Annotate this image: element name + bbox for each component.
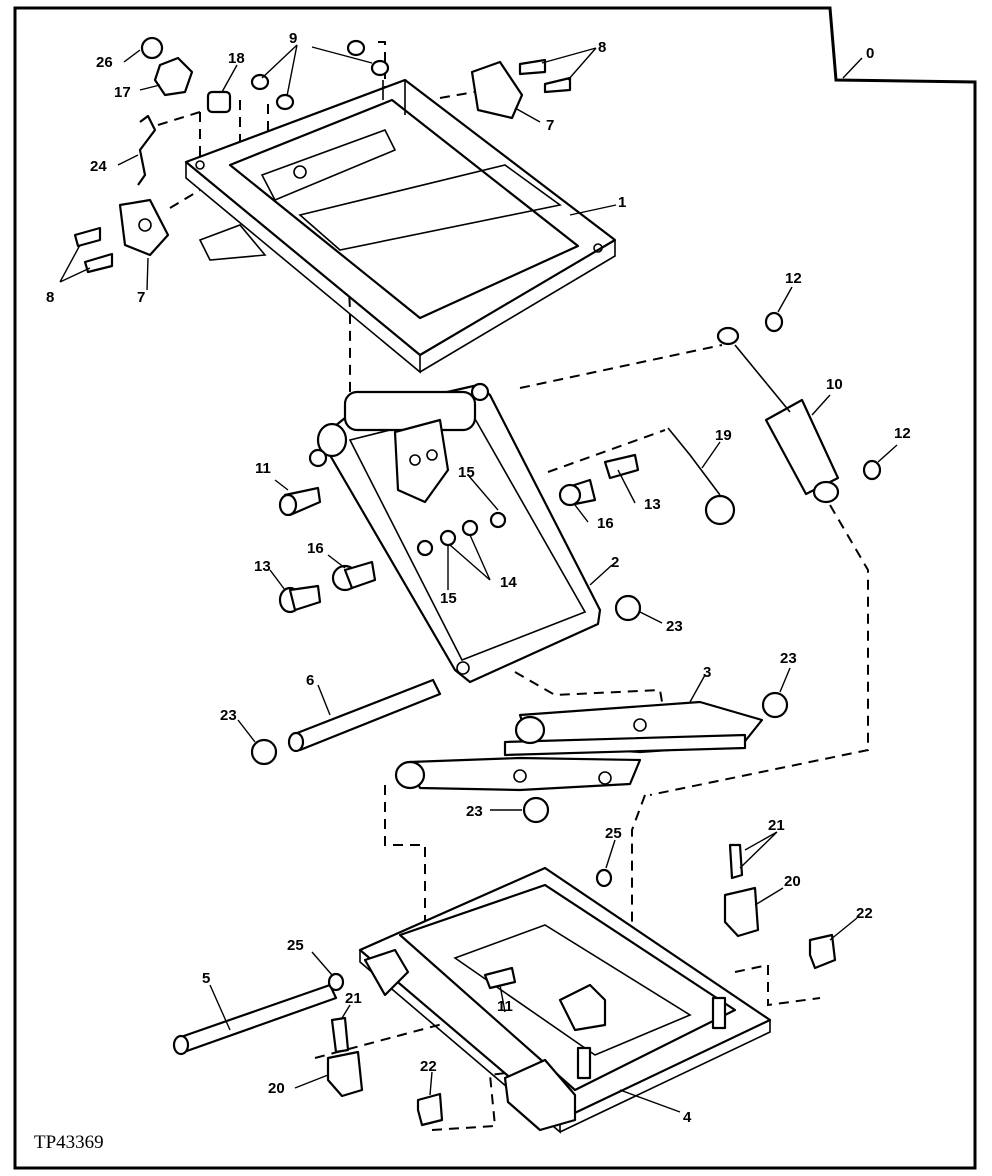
callout-21-left: 21 xyxy=(345,990,362,1007)
callout-21-right: 21 xyxy=(768,817,785,834)
callout-2: 2 xyxy=(611,554,619,571)
corner-leader xyxy=(842,57,863,79)
callout-22-left: 22 xyxy=(420,1058,437,1075)
callout-20-left: 20 xyxy=(268,1080,285,1097)
callout-12-top: 12 xyxy=(785,270,802,287)
callout-6: 6 xyxy=(306,672,314,689)
figure-id: TP43369 xyxy=(34,1132,104,1153)
upper-frame xyxy=(184,78,617,374)
callout-16-right: 16 xyxy=(597,515,614,532)
leader-lines xyxy=(59,44,898,1113)
callout-11-upper: 11 xyxy=(255,460,271,477)
corner-label: 0 xyxy=(866,45,874,62)
callout-12-right: 12 xyxy=(894,425,911,442)
callout-7-left: 7 xyxy=(137,289,145,306)
spring-link xyxy=(667,427,736,526)
callout-23-right-upper: 23 xyxy=(666,618,683,635)
callout-25-upper: 25 xyxy=(605,825,622,842)
scissor-arm-upper xyxy=(308,382,602,684)
callout-20-right: 20 xyxy=(784,873,801,890)
callout-15-lower: 15 xyxy=(440,590,457,607)
shafts xyxy=(172,678,442,1056)
callout-22-right: 22 xyxy=(856,905,873,922)
callout-7-right: 7 xyxy=(546,117,554,134)
callout-23-lower: 23 xyxy=(466,803,483,820)
callout-4: 4 xyxy=(683,1109,692,1126)
callout-18: 18 xyxy=(228,50,245,67)
callout-5: 5 xyxy=(202,970,210,987)
callout-3: 3 xyxy=(703,664,711,681)
callout-16-left: 16 xyxy=(307,540,324,557)
callout-24: 24 xyxy=(90,158,107,175)
callout-25-lower: 25 xyxy=(287,937,304,954)
callout-11-lower: 11 xyxy=(497,998,513,1015)
page-border xyxy=(13,6,977,1170)
callout-14: 14 xyxy=(500,574,517,591)
callout-19: 19 xyxy=(715,427,732,444)
callout-23-right: 23 xyxy=(780,650,797,667)
callout-8-left: 8 xyxy=(46,289,54,306)
callout-23-left: 23 xyxy=(220,707,237,724)
callout-8-top: 8 xyxy=(598,39,606,56)
callout-13-left: 13 xyxy=(254,558,271,575)
callout-10: 10 xyxy=(826,376,843,393)
callout-17: 17 xyxy=(114,84,131,101)
callout-26: 26 xyxy=(96,54,113,71)
callout-15-upper: 15 xyxy=(458,464,475,481)
scissor-arm-lower xyxy=(394,700,764,792)
hardware xyxy=(73,36,882,1127)
callout-9: 9 xyxy=(289,30,297,47)
callout-13-right: 13 xyxy=(644,496,661,513)
shock-absorber xyxy=(716,326,840,504)
callout-labels: 26 17 18 9 8 7 24 1 8 7 12 10 12 19 11 1… xyxy=(34,30,911,1153)
callout-1: 1 xyxy=(618,194,626,211)
base-frame xyxy=(358,866,772,1134)
